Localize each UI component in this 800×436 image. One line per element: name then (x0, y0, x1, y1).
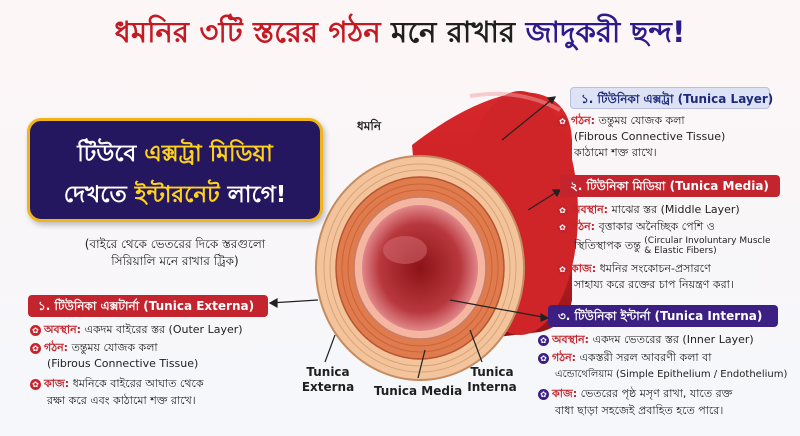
caption-tunica-interna: Tunica Interna (460, 365, 524, 395)
tunica-externa-location: ✿অবস্থান: একদম বাইরের স্তর (Outer Layer) (30, 322, 243, 337)
trick-note: (বাইরে থেকে ভেতরের দিকে স্তরগুলো সিরিয়া… (40, 236, 310, 270)
mnemonic-word: টিউবে (77, 141, 137, 167)
mnemonic-line-2: দেখতে ইন্টারনেট লাগে! (30, 176, 320, 215)
tunica-interna-function-2: বাধা ছাড়া সহজেই প্রবাহিত হতে পারে। (555, 404, 724, 417)
title-part-2: মনে রাখার (391, 15, 516, 49)
tunica-externa-structure: ✿গঠন: তন্তুময় যোজক কলা (30, 340, 158, 355)
tunica-media-function: ✿কাজ: ধমনির সংকোচন-প্রসারণে (557, 261, 711, 276)
trick-line-1: (বাইরে থেকে ভেতরের দিকে স্তরগুলো (84, 237, 266, 251)
value: একদম ভেতরের স্তর (Inner Layer) (592, 333, 754, 346)
label-location: অবস্থান: (552, 333, 590, 346)
value: এন্ডোথেলিয়াম (Simple Epithelium / Endot… (555, 369, 788, 380)
caption-line-1: Tunica (306, 365, 350, 379)
flower-icon: ✿ (557, 115, 568, 127)
caption-line-2: Interna (467, 380, 517, 394)
label-function: কাজ: (552, 387, 578, 400)
tunica-interna-location: ✿অবস্থান: একদম ভেতরের স্তর (Inner Layer) (538, 332, 754, 347)
flower-icon: ✿ (557, 263, 568, 275)
tunica-interna-heading: ৩. টিউনিকা ইন্টার্না (Tunica Interna) (548, 305, 778, 327)
value-en-2: & Elastic Fibers) (644, 246, 717, 256)
mnemonic-highlight: ইন্টারনেট (134, 182, 220, 208)
value: মাঝের স্তর (Middle Layer) (611, 203, 740, 216)
tunica-layer-function: কাঠামো শক্ত রাখে। (574, 146, 657, 159)
tunica-externa-function-2: রক্ষা করে এবং কাঠামো শক্ত রাখে। (47, 394, 196, 407)
title-part-1: ধমনির ৩টি স্তরের গঠন (114, 15, 381, 49)
value: তন্তুময় যোজক কলা (598, 114, 685, 127)
flower-icon: ✿ (538, 334, 549, 346)
value: ধমনির সংকোচন-প্রসারণে (599, 262, 711, 275)
tunica-externa-heading: ১. টিউনিকা এক্সটার্না (Tunica Externa) (28, 295, 268, 317)
value-en-1: (Circular Involuntary Muscle (644, 236, 771, 246)
flower-icon: ✿ (538, 388, 549, 400)
value: বৃত্তাকার অনৈচ্ছিক পেশি ও (598, 220, 715, 233)
caption-line-2: Externa (301, 380, 355, 394)
mnemonic-line-1: টিউবে এক্সট্রা মিডিয়া (30, 135, 320, 174)
tunica-layer-structure: ✿গঠন: তন্তুময় যোজক কলা (557, 113, 685, 128)
tunica-media-function-2: সাহায্য করে রক্তের চাপ নিয়ন্ত্রণ করা। (574, 278, 734, 291)
tunica-media-structure-2: স্থিতিস্থাপক তন্তু (Circular Involuntary… (574, 236, 771, 256)
label-structure: গঠন: (44, 341, 69, 354)
label-structure: গঠন: (552, 351, 577, 364)
value-en: (Circular Involuntary Muscle & Elastic F… (644, 236, 770, 256)
tunica-media-location: ✿অবস্থান: মাঝের স্তর (Middle Layer) (557, 202, 740, 217)
label-structure: গঠন: (571, 114, 596, 127)
tunica-layer-structure-en: (Fibrous Connective Tissue) (574, 130, 726, 143)
caption-line-1: Tunica (470, 365, 514, 379)
vessel-label: ধমনি (357, 119, 381, 133)
tunica-interna-function: ✿কাজ: ভেতরের পৃষ্ঠ মসৃণ রাখা, যাতে রক্ত (538, 386, 732, 401)
mnemonic-card: টিউবে এক্সট্রা মিডিয়া দেখতে ইন্টারনেট ল… (27, 118, 323, 222)
label-structure: গঠন: (571, 220, 596, 233)
flower-icon: ✿ (557, 204, 568, 216)
trick-line-2: সিরিয়ালি মনে রাখার ট্রিক) (111, 254, 239, 268)
label-function: কাজ: (44, 377, 70, 390)
flower-icon: ✿ (30, 342, 41, 354)
flower-icon: ✿ (538, 352, 549, 364)
tunica-interna-structure: ✿গঠন: একস্তরী সরল আবরণী কলা বা (538, 350, 711, 365)
page-title: ধমনির ৩টি স্তরের গঠন মনে রাখার জাদুকরী ছ… (0, 10, 800, 59)
value: ভেতরের পৃষ্ঠ মসৃণ রাখা, যাতে রক্ত (580, 387, 733, 400)
mnemonic-highlight: এক্সট্রা মিডিয়া (144, 141, 273, 167)
tunica-externa-structure-en: (Fibrous Connective Tissue) (47, 357, 199, 370)
tunica-media-structure: ✿গঠন: বৃত্তাকার অনৈচ্ছিক পেশি ও (557, 219, 715, 234)
label-function: কাজ: (571, 262, 597, 275)
title-part-3: জাদুকরী ছন্দ! (525, 15, 686, 49)
label-location: অবস্থান: (571, 203, 609, 216)
flower-icon: ✿ (30, 324, 41, 336)
lumen (362, 205, 478, 331)
tunica-layer-heading: ১. টিউনিকা এক্সট্রা (Tunica Layer) (570, 87, 773, 109)
value: তন্তুময় যোজক কলা (71, 341, 158, 354)
flower-icon: ✿ (557, 221, 568, 233)
value: একস্তরী সরল আবরণী কলা বা (579, 351, 712, 364)
caption-tunica-media: Tunica Media (373, 384, 463, 398)
value: একদম বাইরের স্তর (Outer Layer) (84, 323, 243, 336)
flower-icon: ✿ (30, 378, 41, 390)
tunica-interna-structure-2: এন্ডোথেলিয়াম (Simple Epithelium / Endot… (555, 366, 787, 382)
label-location: অবস্থান: (44, 323, 82, 336)
tunica-externa-function: ✿কাজ: ধমনিকে বাইরের আঘাত থেকে (30, 376, 204, 391)
caption-tunica-externa: Tunica Externa (293, 365, 363, 395)
mnemonic-word: দেখতে (63, 182, 127, 208)
value: স্থিতিস্থাপক তন্তু (574, 239, 641, 252)
tunica-media-heading: ২. টিউনিকা মিডিয়া (Tunica Media) (560, 175, 780, 197)
mnemonic-word: লাগে! (227, 182, 287, 208)
value: ধমনিকে বাইরের আঘাত থেকে (72, 377, 204, 390)
